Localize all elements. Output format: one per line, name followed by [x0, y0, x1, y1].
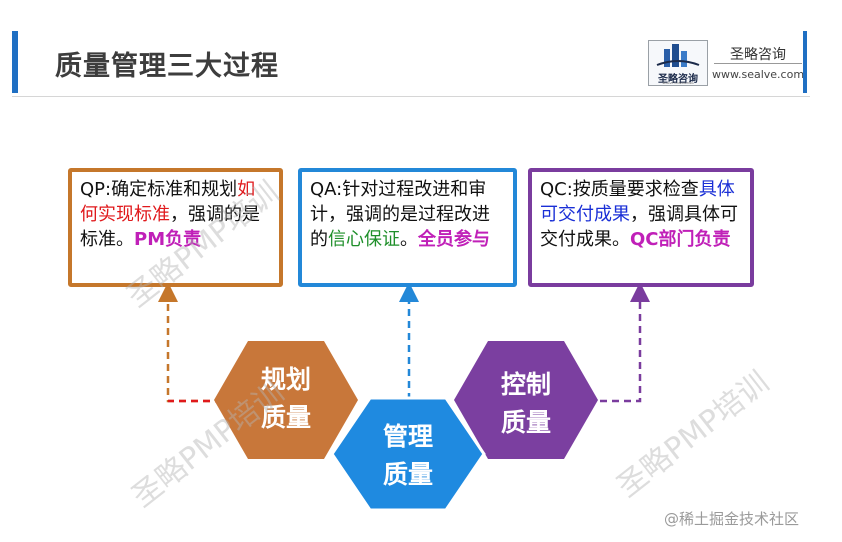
- hex-plan-line2: 质量: [260, 403, 311, 432]
- brand-name: 圣略咨询: [730, 47, 786, 63]
- qc-connector: [600, 282, 650, 403]
- qp-prefix: QP:确定标准和规划: [80, 179, 238, 200]
- hex-manage-line1: 管理: [382, 422, 433, 451]
- qp-owner: PM负责: [134, 229, 202, 250]
- qp-connector: [158, 282, 222, 403]
- qc-owner: QC部门负责: [630, 229, 731, 250]
- company-logo: 圣略咨询 SEALVE CONSULTING: [648, 40, 708, 86]
- logo-buildings-icon: [656, 44, 700, 67]
- hex-plan-quality: [214, 341, 358, 459]
- hex-plan-line1: 规划: [260, 365, 311, 394]
- qa-box: QA:针对过程改进和审计，强调的是过程改进的信心保证。全员参与: [298, 168, 517, 287]
- qc-middle: ，强调具体可交付成果。: [540, 204, 738, 250]
- hex-plan-label: 规划 质量: [236, 361, 336, 437]
- hex-manage-line2: 质量: [382, 460, 433, 489]
- hex-control-quality: [454, 341, 598, 459]
- qa-owner: 全员参与: [418, 229, 490, 250]
- brand-divider: [714, 63, 802, 64]
- qa-prefix: QA:针对过程改进和审计，强调的是过程改进的: [310, 179, 490, 250]
- page-title: 质量管理三大过程: [55, 51, 279, 82]
- qp-middle: ，强调的是标准。: [80, 204, 260, 250]
- qp-highlight: 如何实现标准: [80, 179, 256, 225]
- qc-highlight: 具体可交付成果: [540, 179, 735, 225]
- qc-box: QC:按质量要求检查具体可交付成果，强调具体可交付成果。QC部门负责: [528, 168, 754, 287]
- header-divider: [12, 96, 810, 97]
- logo-text: 圣略咨询: [658, 74, 698, 85]
- footer-watermark: @稀土掘金技术社区: [664, 510, 800, 528]
- logo-subtext: SEALVE CONSULTING: [662, 81, 694, 85]
- qa-highlight: 信心保证: [328, 229, 400, 250]
- brand-url: www.sealve.com: [712, 68, 805, 81]
- hex-manage-label: 管理 质量: [358, 418, 458, 494]
- hex-control-line1: 控制: [500, 370, 551, 399]
- header-right-accent-bar: [803, 31, 807, 93]
- qa-middle: 。: [400, 229, 418, 250]
- qc-prefix: QC:按质量要求检查: [540, 179, 699, 200]
- qp-box: QP:确定标准和规划如何实现标准，强调的是标准。PM负责: [68, 168, 283, 287]
- title-accent-bar: [12, 31, 18, 93]
- hex-manage-quality: [330, 396, 486, 512]
- hex-control-label: 控制 质量: [476, 366, 576, 442]
- hex-control-line2: 质量: [500, 408, 551, 437]
